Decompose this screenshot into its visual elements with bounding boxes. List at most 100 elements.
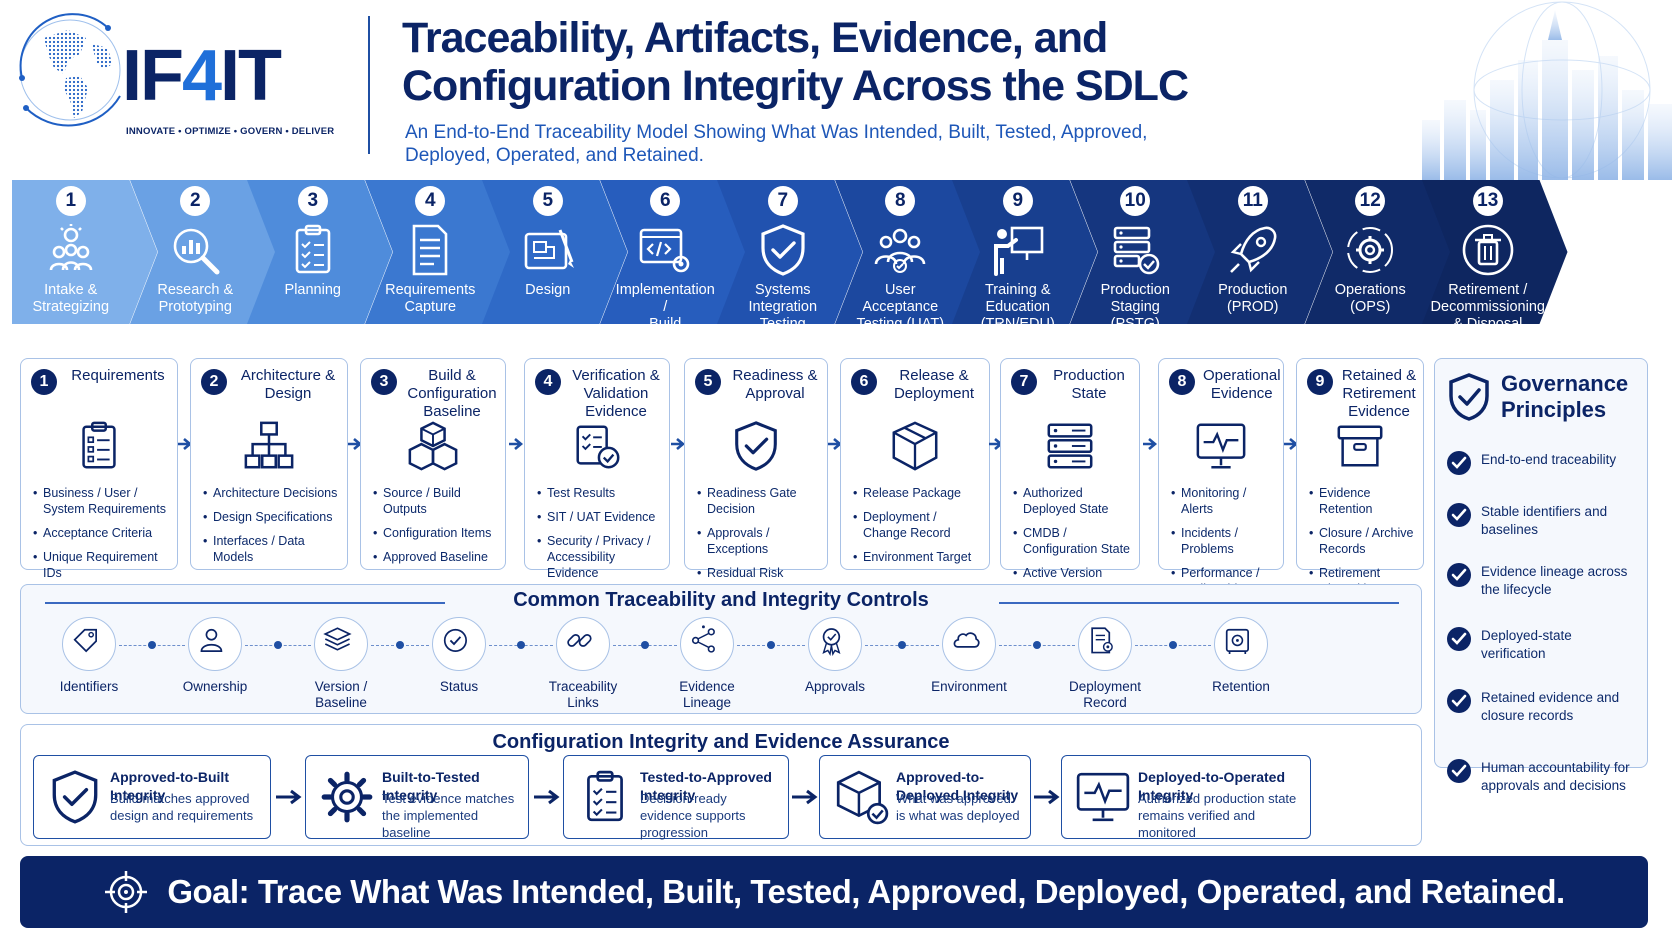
- controls-title: Common Traceability and Integrity Contro…: [513, 589, 929, 611]
- integrity-box-title: Tested-to-Approved Integrity: [640, 769, 772, 803]
- card-items: Test ResultsSIT / UAT EvidenceSecurity /…: [537, 485, 663, 589]
- governance-item: Human accountability for approvals and d…: [1447, 759, 1639, 795]
- card-title: Verification & Validation Evidence: [572, 367, 660, 420]
- phase-label: Planning: [284, 282, 341, 298]
- flow-arrow: [1142, 438, 1157, 450]
- control-1: Identifiers: [34, 617, 144, 695]
- sdlc-phase-track: 1 Intake & Strategizing 2 Research & Pro…: [12, 180, 1660, 349]
- artifact-card-8: 8 Operational Evidence Monitoring / Aler…: [1158, 358, 1284, 596]
- header-divider: [368, 16, 370, 154]
- control-2: Ownership: [160, 617, 270, 695]
- phase-label: Production Staging (PSTG): [1100, 282, 1170, 332]
- card-number: 1: [31, 369, 57, 395]
- integrity-box-title: Deployed-to-Operated Integrity: [1138, 769, 1286, 803]
- artifact-card-4: 4 Verification & Validation Evidence Tes…: [524, 358, 670, 580]
- users-check-icon: [874, 228, 926, 273]
- control-label: Ownership: [182, 679, 248, 694]
- check-circle-icon: [443, 628, 467, 652]
- card-number: 3: [371, 369, 397, 395]
- artifact-card-1: 1 Requirements Business / User / System …: [20, 358, 178, 580]
- card-number: 2: [201, 369, 227, 395]
- shield-check-icon: [52, 770, 98, 824]
- phase-7: 7 Systems Integration Testing (SIT): [717, 180, 863, 349]
- idea-team-icon: [49, 224, 93, 271]
- card-title: Release & Deployment: [893, 367, 975, 402]
- card-number: 4: [535, 369, 561, 395]
- vault-icon: [1225, 628, 1249, 654]
- card-item: Interfaces / Data Models: [203, 533, 341, 565]
- target-icon: [105, 871, 148, 913]
- gear-icon: [321, 771, 373, 823]
- monitor-pulse-icon: [1196, 423, 1246, 469]
- card-item: Closure / Archive Records: [1309, 525, 1417, 557]
- document-lines-icon: [412, 224, 448, 276]
- clipboard-checklist-icon: [295, 224, 331, 274]
- shield-check-icon: [735, 421, 777, 471]
- phase-2: 2 Research & Prototyping: [129, 180, 275, 340]
- checklist-doc-icon: [82, 421, 116, 469]
- card-item: Approved Baseline: [373, 549, 499, 565]
- flow-arrow: [1283, 438, 1298, 450]
- control-connector-dot: [274, 641, 282, 649]
- flow-arrow: [534, 789, 560, 805]
- control-connector-dot: [1033, 641, 1041, 649]
- integrity-box-desc: Authorized production state remains veri…: [1138, 791, 1297, 840]
- phase-label: Operations (OPS): [1334, 282, 1406, 315]
- control-badge: [942, 617, 996, 671]
- phase-11: 11 Production (PROD): [1187, 180, 1333, 340]
- share-nodes-icon: [691, 625, 715, 653]
- governance-item: Retained evidence and closure records: [1447, 689, 1639, 725]
- archive-box-icon: [1337, 425, 1383, 467]
- link-icon: [567, 633, 592, 647]
- phase-3: 3 Planning: [247, 180, 393, 340]
- control-label: Status: [439, 679, 479, 694]
- card-number: 6: [851, 369, 877, 395]
- card-number: 9: [1307, 369, 1333, 395]
- phase-number: 4: [415, 186, 446, 216]
- title-rule-left: [45, 602, 445, 604]
- integrity-box-title: Approved-to-Built Integrity: [110, 769, 229, 803]
- governance-item-label: Stable identifiers and baselines: [1481, 504, 1608, 537]
- layers-icon: [323, 627, 352, 651]
- city-skyline-icon: [1422, 1, 1672, 180]
- integrity-panel: Configuration Integrity and Evidence Ass…: [20, 724, 1422, 846]
- governance-item-label: Retained evidence and closure records: [1481, 690, 1620, 723]
- check-icon: [1447, 503, 1471, 527]
- clipboard-checklist-icon: [587, 770, 623, 822]
- card-items: Source / Build OutputsConfiguration Item…: [373, 485, 499, 573]
- phase-number: 8: [885, 186, 916, 216]
- goal-text: Goal: Trace What Was Intended, Built, Te…: [167, 873, 1565, 910]
- control-connector-dot: [1169, 641, 1177, 649]
- phase-chevron: [1187, 180, 1333, 324]
- page-title: Traceability, Artifacts, Evidence, and C…: [402, 14, 1189, 110]
- trainer-board-icon: [993, 226, 1044, 276]
- card-item: Unique Requirement IDs: [33, 549, 171, 581]
- server-stack-icon: [1047, 423, 1093, 469]
- control-3: Version / Baseline: [286, 617, 396, 711]
- phase-number: 11: [1237, 186, 1268, 216]
- card-item: Readiness Gate Decision: [697, 485, 821, 517]
- code-gear-icon: [639, 228, 690, 273]
- phase-label: Implementation / Build: [615, 282, 715, 332]
- package-check-icon: [836, 770, 889, 825]
- phase-chevron: [834, 180, 980, 324]
- flow-arrow: [1034, 789, 1060, 805]
- card-item: Incidents / Problems: [1171, 525, 1277, 557]
- brand-tagline: INNOVATE • OPTIMIZE • GOVERN • DELIVER: [126, 126, 335, 137]
- artifact-card-3: 3 Build & Configuration Baseline Source …: [360, 358, 506, 570]
- check-icon: [1447, 689, 1471, 713]
- control-label: Traceability Links: [548, 679, 618, 710]
- phase-12: 12 Operations (OPS): [1304, 180, 1450, 340]
- controls-panel: Common Traceability and Integrity Contro…: [20, 584, 1422, 714]
- governance-list: End-to-end traceability Stable identifie…: [1447, 451, 1639, 795]
- card-item: Authorized Deployed State: [1013, 485, 1133, 517]
- phase-chevron: [364, 180, 510, 324]
- integrity-box-desc: Test evidence matches the implemented ba…: [382, 791, 515, 840]
- control-10: Retention: [1186, 617, 1296, 695]
- control-label: Identifiers: [59, 679, 119, 694]
- card-number: 5: [695, 369, 721, 395]
- phase-chevron: [717, 180, 863, 324]
- integrity-box-desc: What was approved is what was deployed: [896, 791, 1020, 823]
- control-badge: [556, 617, 610, 671]
- phase-label: Production (PROD): [1218, 282, 1288, 315]
